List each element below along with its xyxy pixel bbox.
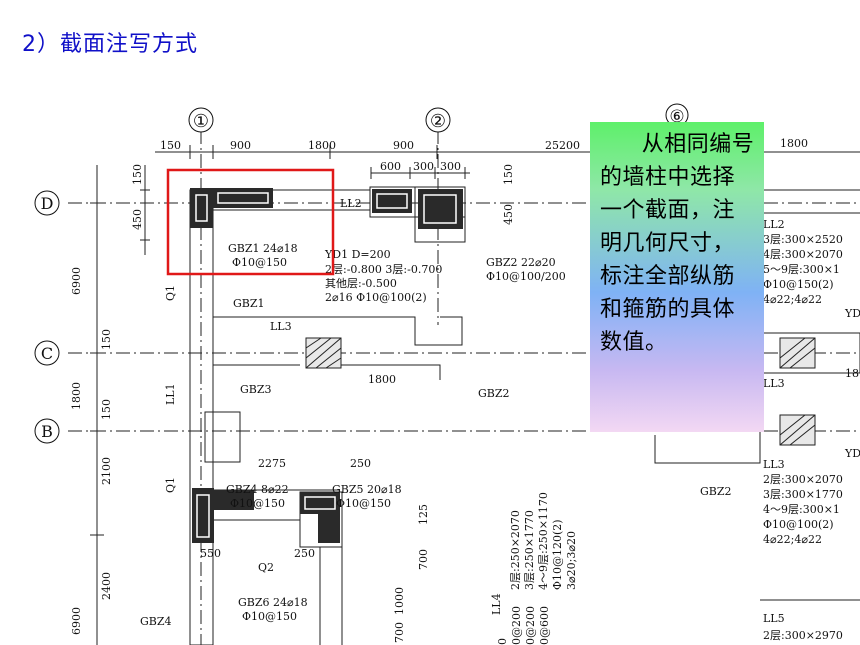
- gbz1-label: GBZ1: [233, 297, 265, 310]
- dim-text: 2100: [100, 457, 113, 485]
- dim-text: 900: [230, 139, 251, 152]
- ll4-spec: 4～9层:250×1170: [537, 492, 550, 590]
- dim-text: 1000: [393, 587, 406, 615]
- r-ll2-spec: 3层:300×2520: [763, 233, 843, 246]
- r-ll2-spec: 4层:300×2070: [763, 248, 843, 261]
- structural-drawing: ① ② ⑥ D C B 150 900 1800 900 25200 1800 …: [34, 103, 860, 645]
- dim-text: 600: [380, 160, 401, 173]
- q2-label: Q2: [258, 561, 274, 574]
- dim-text: 1800: [308, 139, 336, 152]
- dim-text: 150: [131, 164, 144, 185]
- yd1-bars: 2⌀16 Φ10@100(2): [325, 291, 427, 304]
- dim-text: 1800: [368, 373, 396, 386]
- r-ll3-spec: 4⌀22;4⌀22: [763, 533, 822, 546]
- yd1-label: YD1 D=200: [324, 248, 391, 261]
- r-ll2-label: LL2: [763, 218, 785, 231]
- r-ll2-spec: Φ10@150(2): [763, 278, 834, 291]
- dim-text: 6900: [70, 607, 83, 635]
- label-ll2: LL2: [340, 197, 362, 210]
- ll4-spec: Φ10@120(2): [551, 519, 564, 590]
- r-ll5-label: LL5: [763, 612, 785, 625]
- dim-text: 550: [200, 547, 221, 560]
- gbz5-stirrup: Φ10@150: [336, 497, 391, 510]
- dim-text: 6900: [70, 267, 83, 295]
- axis-bubble-d: D: [34, 190, 60, 216]
- gbz4-stirrup: Φ10@150: [230, 497, 285, 510]
- dim-text: 150: [160, 139, 181, 152]
- r-ll3-spec: 3层:300×1770: [763, 488, 843, 501]
- dim-text: 450: [502, 204, 515, 225]
- gbz4-label: GBZ4: [140, 615, 172, 628]
- r-ll2-spec: 4⌀22;4⌀22: [763, 293, 822, 306]
- dim-text: 150: [100, 399, 113, 420]
- q1-label: Q1: [164, 285, 177, 301]
- svg-text:B: B: [41, 422, 53, 441]
- dim-text: 450: [131, 209, 144, 230]
- r-yd-label: YD: [844, 307, 860, 320]
- dim-text: 900: [393, 139, 414, 152]
- svg-text:①: ①: [193, 111, 209, 132]
- dim-text: 150: [502, 164, 515, 185]
- dim-text: 2275: [258, 457, 286, 470]
- dim-text: 1800: [780, 137, 808, 150]
- dim-text: 250: [294, 547, 315, 560]
- gbz6-note: GBZ6 24⌀18: [238, 596, 308, 609]
- ll4-spec: 3⌀20;3⌀20: [565, 531, 578, 590]
- svg-text:②: ②: [430, 111, 446, 132]
- axis-bubble-c: C: [34, 340, 60, 366]
- axis-bubble-2: ②: [425, 107, 451, 133]
- r-ll3-label: LL3: [763, 458, 785, 471]
- dim-text: 250: [350, 457, 371, 470]
- svg-text:C: C: [41, 344, 53, 363]
- gbz1-stirrup: Φ10@150: [232, 256, 287, 269]
- r-yd-label: YD: [844, 447, 860, 460]
- r-ll3-spec: Φ10@100(2): [763, 518, 834, 531]
- dim-text: 300: [413, 160, 434, 173]
- gbz2-note: GBZ2 22⌀20: [486, 256, 556, 269]
- r-ll3-label: LL3: [763, 377, 785, 390]
- dim-text: 700: [417, 549, 430, 570]
- ll4-spec: 3层:250×1770: [523, 510, 536, 590]
- r-ll5-spec: 2层:300×2970: [763, 629, 843, 642]
- dim-text: 2400: [100, 572, 113, 600]
- bottom-text: 0: [496, 638, 509, 645]
- dim-text: 700: [393, 622, 406, 643]
- gbz6-stirrup: Φ10@150: [242, 610, 297, 623]
- dim-text: 18: [845, 367, 859, 380]
- r-ll3-spec: 2层:300×2070: [763, 473, 843, 486]
- annotation-text: 从相同编号的墙柱中选择一个截面，注明几何尺寸，标注全部纵筋和箍筋的具体数值。: [600, 132, 755, 355]
- dim-text: 300: [440, 160, 461, 173]
- bottom-text: 0@200: [524, 606, 537, 645]
- ll4-spec: 2层:250×2070: [509, 510, 522, 590]
- ll1-label: LL1: [164, 383, 177, 405]
- r-ll3-spec: 4～9层:300×1: [763, 503, 840, 516]
- dim-text: 125: [417, 504, 430, 525]
- highlight-box: [166, 168, 335, 276]
- ll3-label: LL3: [270, 320, 292, 333]
- gbz1-note: GBZ1 24⌀18: [228, 242, 298, 255]
- slide-title: 2）截面注写方式: [22, 32, 198, 57]
- gbz2-stirrup: Φ10@100/200: [486, 270, 566, 283]
- r-ll2-spec: 5～9层:300×1: [763, 263, 840, 276]
- gbz4-note: GBZ4 8⌀22: [226, 483, 289, 496]
- r-gbz2-label: GBZ2: [700, 485, 732, 498]
- dim-text: 1800: [70, 382, 83, 410]
- dim-text: 25200: [545, 139, 580, 152]
- ll4-label: LL4: [490, 593, 503, 615]
- bottom-text: 0@600: [538, 606, 551, 645]
- dim-text: 150: [100, 329, 113, 350]
- annotation-box: 从相同编号的墙柱中选择一个截面，注明几何尺寸，标注全部纵筋和箍筋的具体数值。: [590, 122, 764, 432]
- q1-label: Q1: [164, 477, 177, 493]
- gbz2-label: GBZ2: [478, 387, 510, 400]
- yd1-levels: 2层:-0.800 3层:-0.700: [325, 263, 442, 276]
- svg-text:D: D: [41, 194, 54, 213]
- bottom-text: 0@200: [510, 606, 523, 645]
- gbz5-note: GBZ5 20⌀18: [332, 483, 402, 496]
- yd1-other: 其他层:-0.500: [325, 277, 397, 290]
- axis-bubble-b: B: [34, 418, 60, 444]
- axis-bubble-1: ①: [188, 107, 214, 133]
- gbz3-label: GBZ3: [240, 383, 272, 396]
